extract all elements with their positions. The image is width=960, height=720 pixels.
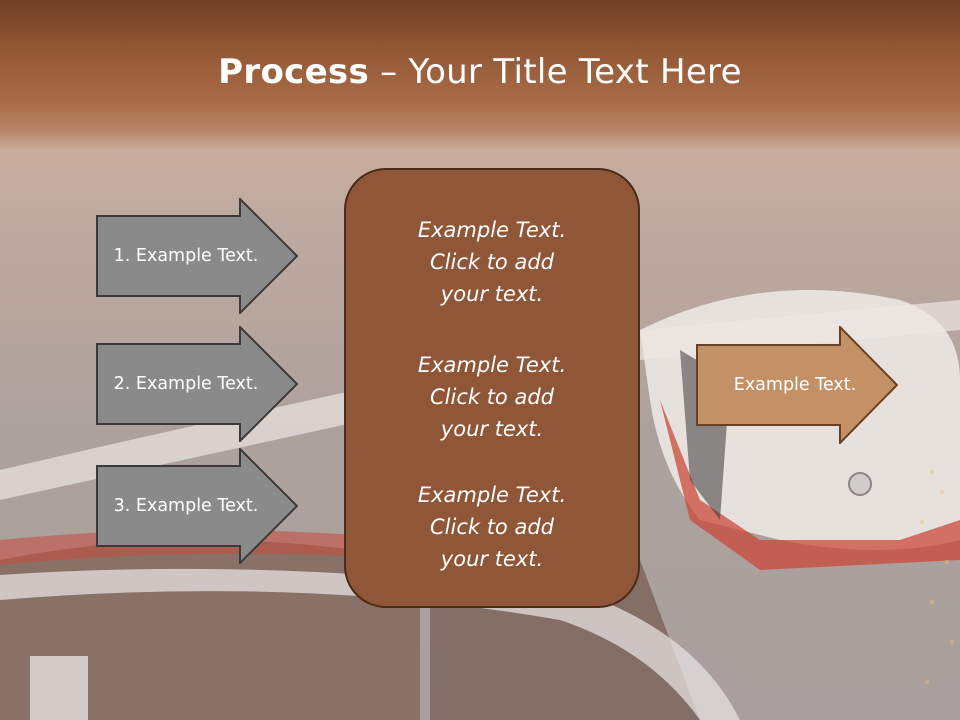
block-2-line-1: Example Text.	[417, 353, 567, 377]
block-1-line-2: Click to add	[429, 250, 554, 274]
block-1-line-3: your text.	[440, 282, 544, 306]
block-2-line-2: Click to add	[429, 385, 554, 409]
right-arrow-label: Example Text.	[733, 375, 857, 395]
left-arrow-1[interactable]: 1. Example Text.	[96, 198, 298, 314]
block-2-line-3: your text.	[440, 417, 544, 441]
left-arrow-1-label: 1. Example Text.	[113, 246, 259, 266]
right-arrow[interactable]: Example Text.	[696, 326, 898, 444]
left-arrow-2[interactable]: 2. Example Text.	[96, 326, 298, 442]
left-arrow-3[interactable]: 3. Example Text.	[96, 448, 298, 564]
arrow-shape-icon	[96, 448, 298, 564]
arrow-shape-icon	[696, 326, 898, 444]
title-dash: –	[369, 52, 409, 92]
center-text-block-3: Example Text. Click to add your text.	[346, 479, 638, 575]
arrow-shape-icon	[96, 198, 298, 314]
center-text-block-2: Example Text. Click to add your text.	[346, 349, 638, 445]
block-3-line-2: Click to add	[429, 515, 554, 539]
center-text-box[interactable]: Example Text. Click to add your text. Ex…	[344, 168, 640, 608]
block-3-line-1: Example Text.	[417, 483, 567, 507]
left-arrow-2-label: 2. Example Text.	[113, 374, 259, 394]
block-1-line-1: Example Text.	[417, 218, 567, 242]
center-text-block-1: Example Text. Click to add your text.	[346, 214, 638, 310]
slide-title[interactable]: Process – Your Title Text Here	[0, 52, 960, 92]
arrow-shape-icon	[96, 326, 298, 442]
title-bold: Process	[218, 52, 370, 92]
block-3-line-3: your text.	[440, 547, 544, 571]
title-rest: Your Title Text Here	[408, 52, 742, 92]
left-arrow-3-label: 3. Example Text.	[113, 496, 259, 516]
